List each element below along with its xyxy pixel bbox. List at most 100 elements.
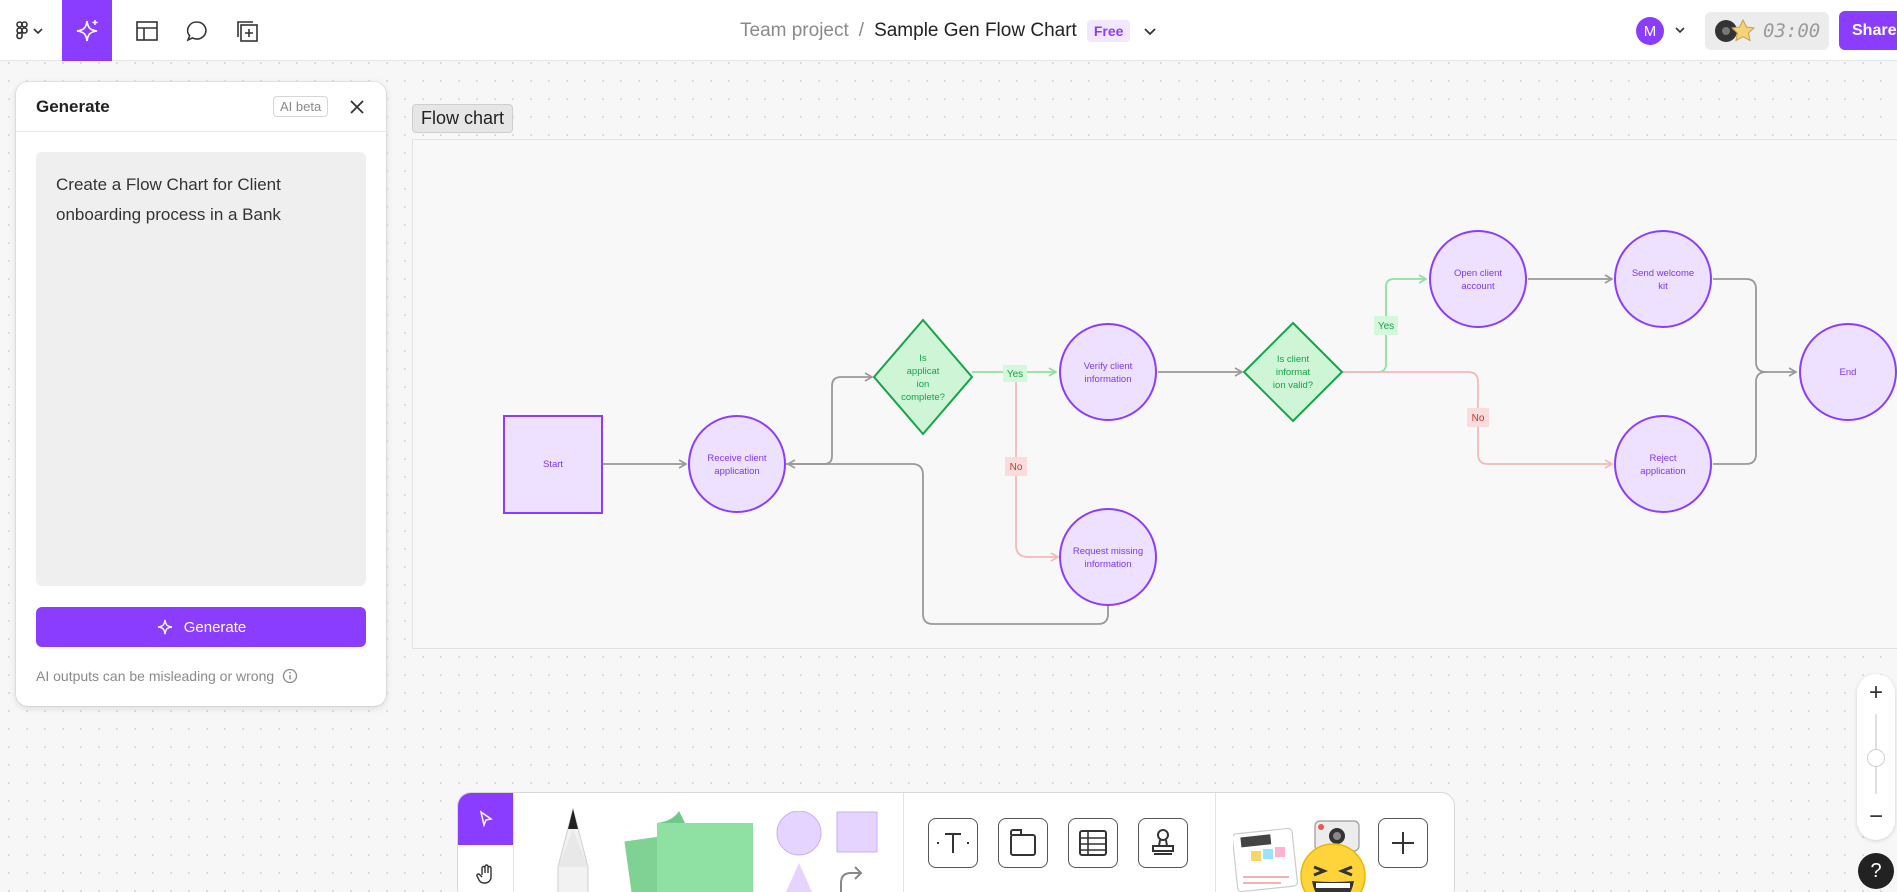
plus-icon: [1392, 832, 1414, 854]
main-menu-button[interactable]: [8, 0, 52, 61]
node-label-line: information: [1085, 374, 1132, 385]
widgets-tool[interactable]: [1233, 811, 1373, 892]
ai-disclaimer: AI outputs can be misleading or wrong: [36, 668, 298, 684]
frame-label[interactable]: Flow chart: [412, 104, 514, 133]
node-label-line: Send welcome: [1632, 268, 1694, 279]
start-node-label: Start: [543, 459, 563, 470]
edge-request-receive: [786, 459, 1109, 625]
bottom-toolbar: [457, 792, 1455, 892]
select-tool[interactable]: [458, 793, 513, 845]
verify-information-node[interactable]: [1059, 323, 1157, 421]
edge-label-no: No: [1472, 413, 1485, 424]
zoom-out-button[interactable]: −: [1868, 803, 1883, 830]
music-star-icon: [1715, 18, 1756, 42]
request-missing-information-node[interactable]: [1059, 508, 1157, 606]
team-name-link[interactable]: Team project: [740, 20, 849, 41]
no-label-box: [1005, 457, 1027, 476]
node-label-line: Is client: [1277, 354, 1310, 365]
generate-panel: Generate AI beta Create a Flow Chart for…: [16, 82, 386, 706]
cursor-icon: [479, 810, 493, 828]
edge-label-yes: Yes: [1007, 369, 1023, 380]
add-page-button[interactable]: [222, 0, 272, 61]
generate-button-label: Generate: [183, 618, 247, 636]
stamp-icon: [1152, 829, 1174, 855]
user-avatar[interactable]: M: [1636, 17, 1664, 45]
end-node-label: End: [1840, 367, 1857, 378]
node-label-line: ion: [917, 379, 930, 390]
chevron-down-icon[interactable]: [1140, 21, 1160, 41]
no-label-box: [1467, 408, 1489, 427]
hand-tool[interactable]: [458, 845, 513, 892]
info-icon[interactable]: [282, 668, 298, 684]
breadcrumb-separator: /: [858, 20, 865, 41]
document-title-bar: Team project / Sample Gen Flow Chart Fre…: [740, 18, 1160, 44]
plan-badge: Free: [1086, 20, 1131, 42]
edge-reject-end: [1713, 371, 1767, 465]
document-title[interactable]: Sample Gen Flow Chart: [874, 20, 1077, 41]
yes-label-box: [1003, 365, 1027, 382]
node-label-line: account: [1461, 281, 1495, 292]
more-tools-button[interactable]: [1378, 818, 1428, 868]
node-label-line: Is: [919, 353, 927, 364]
node-label-line: complete?: [901, 392, 945, 403]
edge-label-no: No: [1010, 462, 1023, 473]
emoji-icon[interactable]: [1298, 841, 1368, 892]
edge-complete-request-no: [1015, 372, 1060, 562]
section-icon: [1010, 829, 1036, 856]
node-label-line: Request missing: [1073, 546, 1143, 557]
panel-header: Generate AI beta: [16, 82, 386, 132]
timer-text: 03:00: [1763, 20, 1821, 42]
add-frame-icon: [237, 20, 258, 42]
node-label-line: ion valid?: [1273, 380, 1313, 391]
text-tool[interactable]: [928, 818, 978, 868]
sparkle-icon: [76, 19, 98, 41]
hand-icon: [475, 864, 492, 884]
edge-receive-complete: [784, 372, 874, 465]
top-bar: Team project / Sample Gen Flow Chart Fre…: [0, 0, 1897, 61]
toolbar-divider: [1215, 793, 1216, 892]
node-label-line: Receive client: [707, 453, 766, 464]
share-button[interactable]: Share: [1839, 11, 1897, 50]
sparkle-icon: [157, 619, 172, 635]
marker-pen-tool[interactable]: [538, 807, 608, 892]
table-icon: [1079, 830, 1107, 856]
shapes-tool[interactable]: [773, 811, 883, 892]
timer-widget[interactable]: 03:00: [1705, 12, 1829, 50]
ai-sparkle-button[interactable]: [62, 0, 112, 61]
start-node[interactable]: [503, 415, 603, 514]
node-label-line: application: [1640, 466, 1685, 477]
edge-welcome-end: [1713, 278, 1798, 377]
comment-button[interactable]: [172, 0, 222, 61]
open-account-node[interactable]: [1429, 230, 1527, 328]
help-button[interactable]: ?: [1858, 853, 1894, 889]
node-label-line: information: [1085, 559, 1132, 570]
stamp-tool[interactable]: [1138, 818, 1188, 868]
chevron-down-icon[interactable]: [1672, 22, 1688, 38]
zoom-controls: + −: [1857, 674, 1895, 840]
sticky-note-tool[interactable]: [623, 811, 758, 892]
figma-logo-icon: [16, 20, 43, 39]
prompt-textarea[interactable]: Create a Flow Chart for Client onboardin…: [36, 152, 366, 586]
receive-application-node[interactable]: [688, 415, 786, 513]
end-node[interactable]: [1799, 323, 1897, 421]
edge-label-yes: Yes: [1378, 321, 1394, 332]
reject-application-node[interactable]: [1614, 415, 1712, 513]
table-tool[interactable]: [1068, 818, 1118, 868]
node-label-line: applicat: [907, 366, 940, 377]
ai-beta-badge: AI beta: [273, 96, 329, 117]
zoom-in-button[interactable]: +: [1868, 679, 1883, 706]
send-welcome-kit-node[interactable]: [1614, 230, 1712, 328]
yes-label-box: [1374, 316, 1398, 335]
generate-button[interactable]: Generate: [36, 607, 366, 647]
is-information-valid-decision[interactable]: [1242, 321, 1344, 423]
toolbar-divider: [513, 793, 514, 892]
close-icon[interactable]: [346, 96, 368, 118]
layout-icon: [136, 20, 158, 41]
node-label-line: kit: [1658, 281, 1668, 292]
node-label-line: application: [714, 466, 759, 477]
zoom-slider-handle[interactable]: [1867, 749, 1885, 767]
is-application-complete-decision[interactable]: [872, 318, 974, 436]
section-tool[interactable]: [998, 818, 1048, 868]
templates-button[interactable]: [122, 0, 172, 61]
